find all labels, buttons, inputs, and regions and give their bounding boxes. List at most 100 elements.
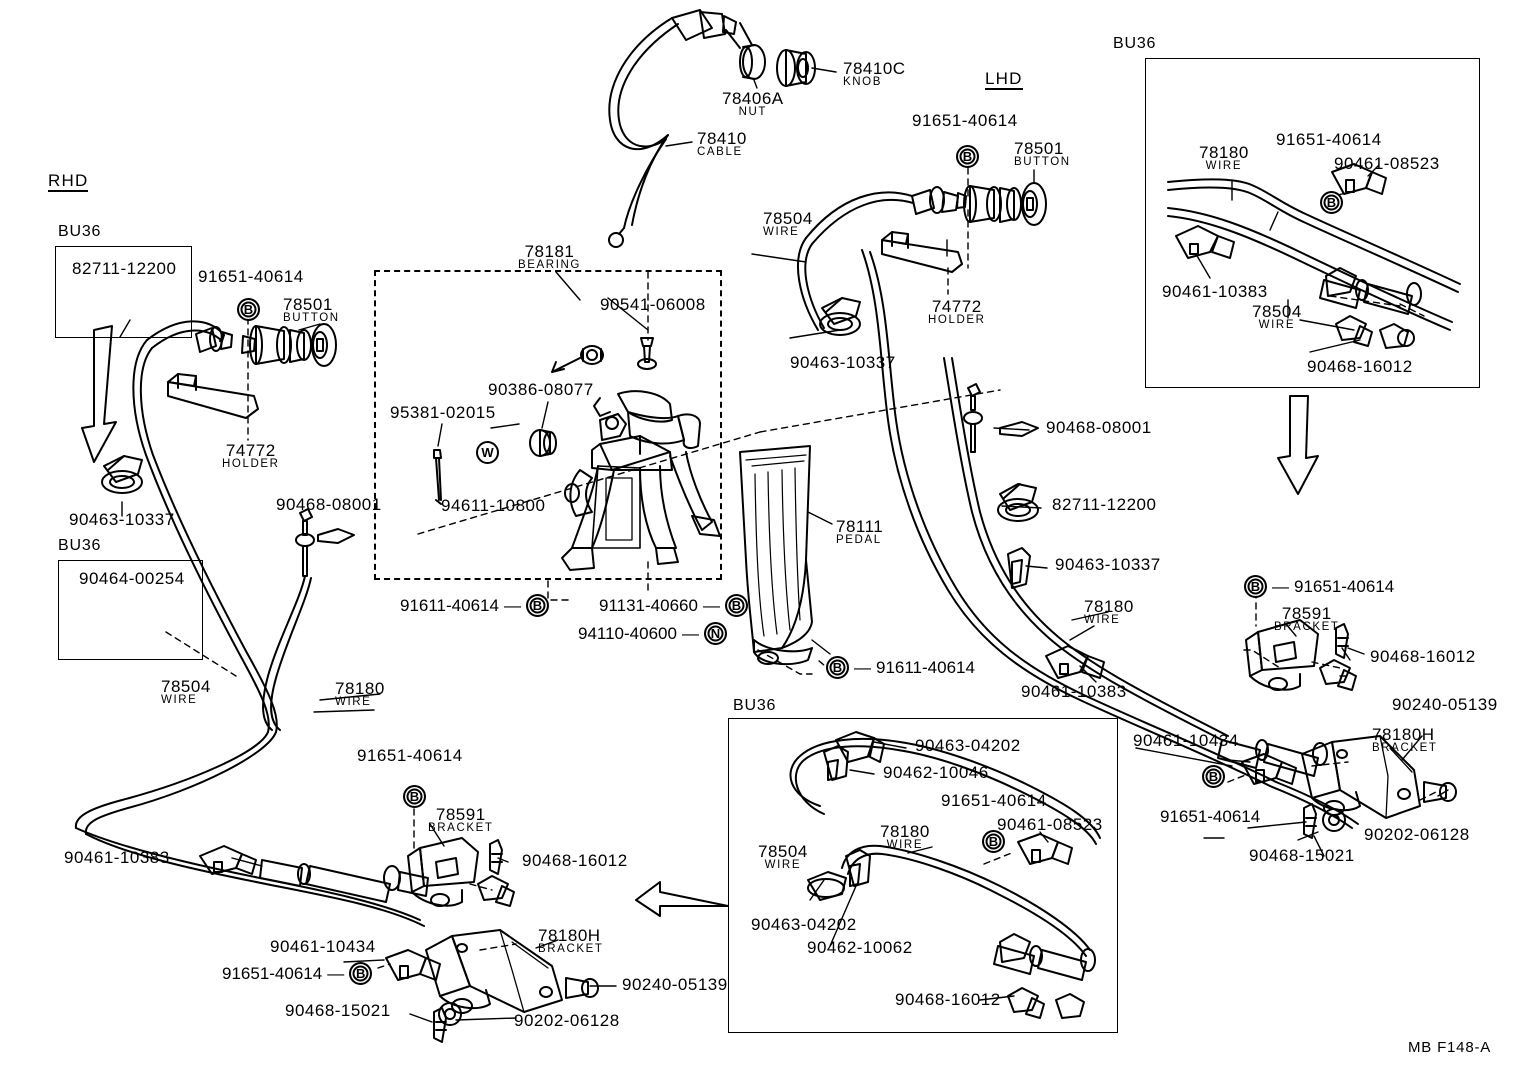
pedal-box-nut-group: 94110-40600 — N <box>578 622 727 645</box>
rhd-clamp-code: 90463-10337 <box>69 510 175 529</box>
rhd-wire504-label: 78504 WIRE <box>161 678 211 707</box>
br-washer-code: 90202-06128 <box>1364 825 1470 844</box>
bc-wire180-label: 78180 WIRE <box>880 823 930 852</box>
br-bracket180h-label: 78180H BRACKET <box>1372 726 1438 755</box>
rhd-bu36-label-1: BU36 <box>58 223 102 240</box>
cable-label: 78410 CABLE <box>697 130 747 159</box>
lhd-holder-label: 74772 HOLDER <box>928 298 986 327</box>
tr-clip-marker: B <box>1320 191 1343 214</box>
washer-marker-icon: W <box>476 441 499 464</box>
knob-number: 78410C <box>843 59 906 78</box>
rhd-bu36-part-2: 90464-00254 <box>79 569 185 588</box>
br-clip2-group: 91651-40614 <box>1160 807 1260 827</box>
rhd-bu36-box-2 <box>58 560 203 660</box>
mid-clamp-code: 82711-12200 <box>1052 495 1157 514</box>
tr-bracket08523-code: 90461-08523 <box>1334 154 1440 173</box>
clip-marker-icon: B <box>956 145 979 168</box>
bc-clamp-b-code: 90462-10046 <box>883 763 989 782</box>
pedal-sublabel: PEDAL <box>836 534 882 547</box>
clip-marker-icon: B <box>1202 765 1225 788</box>
bl-washer-code: 90202-06128 <box>514 1011 620 1030</box>
bottom-bu36-label: BU36 <box>733 697 777 714</box>
bc-clamp-d-code: 90462-10062 <box>807 938 913 957</box>
bl-clip-marker: B <box>403 785 426 808</box>
bl-bracket10383-code: 90461-10383 <box>64 848 170 867</box>
pedal-bush-code: 90386-08077 <box>488 380 594 399</box>
mid-wire-number: 78180 <box>1084 597 1134 616</box>
nut-label: 78406A NUT <box>722 90 784 119</box>
rhd-holder-label: 74772 HOLDER <box>222 442 280 471</box>
clip-marker-icon: B <box>237 298 260 321</box>
rhd-button-sublabel: BUTTON <box>283 312 340 325</box>
bc-clip-code: 91651-40614 <box>941 791 1047 810</box>
rhd-holder-number: 74772 <box>225 441 276 460</box>
bl-screw15021-code: 90468-15021 <box>285 1001 391 1020</box>
bl-clip2-code: 91651-40614 <box>222 963 323 983</box>
clip-marker-icon: B <box>826 656 849 679</box>
tr-screw-code: 90468-16012 <box>1307 357 1413 376</box>
lhd-clip-marker: B <box>956 145 979 168</box>
tr-wire504-sublabel: WIRE <box>1258 319 1296 332</box>
bl-screw16012-code: 90468-16012 <box>522 851 628 870</box>
br-clip2-marker: B <box>1202 765 1225 788</box>
bolt-marker-icon: B <box>724 594 748 617</box>
lhd-header: LHD <box>985 70 1023 91</box>
bottom-center-bu36-box <box>728 718 1118 1033</box>
nut-marker-icon: N <box>703 622 727 645</box>
bc-screw-code: 90468-16012 <box>895 990 1001 1009</box>
bearing-number: 78181 <box>524 242 575 261</box>
br-bracket591-label: 78591 BRACKET <box>1274 605 1340 634</box>
bl-bracket180h-number: 78180H <box>538 926 601 945</box>
bc-wire504-sublabel: WIRE <box>764 859 802 872</box>
bc-clamp-c-code: 90463-04202 <box>751 915 857 934</box>
bl-bracket591-sublabel: BRACKET <box>428 822 494 835</box>
tr-wire180-number: 78180 <box>1199 143 1249 162</box>
mid-wire-sublabel: WIRE <box>1084 614 1121 627</box>
knob-label: 78410C KNOB <box>843 60 906 89</box>
pedal-washer-marker: W <box>476 441 499 464</box>
rhd-button-number: 78501 <box>283 295 333 314</box>
br-clip-code: 91651-40614 <box>1294 576 1395 596</box>
lhd-button-number: 78501 <box>1014 139 1064 158</box>
rhd-wire504-sublabel: WIRE <box>161 694 198 707</box>
bl-clip-code: 91651-40614 <box>357 746 463 765</box>
lhd-clip-code: 91651-40614 <box>912 111 1018 130</box>
tr-wire504-number: 78504 <box>1252 302 1302 321</box>
pedal-clip-code: 91611-40614 <box>876 657 975 677</box>
bearing-label: 78181 BEARING <box>518 243 581 272</box>
br-clip2-code: 91651-40614 <box>1160 807 1261 826</box>
br-bolt-code: 90240-05139 <box>1392 695 1498 714</box>
rhd-clip-marker: B <box>237 298 260 321</box>
pedal-box-bolt-code: 91131-40660 <box>599 595 698 615</box>
clip-marker-icon: B <box>525 594 549 617</box>
lhd-wire-number: 78504 <box>763 209 813 228</box>
bearing-sublabel: BEARING <box>518 259 581 272</box>
tr-wire180-sublabel: WIRE <box>1205 160 1243 173</box>
br-bracket180h-number: 78180H <box>1372 725 1435 744</box>
diagram-code: MB F148-A <box>1408 1039 1492 1056</box>
lhd-clamp-code: 90463-10337 <box>790 353 896 372</box>
rhd-bu36-part-1: 82711-12200 <box>72 259 177 278</box>
cable-sublabel: CABLE <box>697 146 743 159</box>
rhd-holder-sublabel: HOLDER <box>222 458 280 471</box>
rhd-clip-code: 91651-40614 <box>198 267 304 286</box>
bc-clamp-a-code: 90463-04202 <box>915 736 1021 755</box>
knob-sublabel: KNOB <box>843 76 882 89</box>
pedal-box-clip-code: 91611-40614 <box>400 595 499 615</box>
lhd-wire-label: 78504 WIRE <box>763 210 813 239</box>
br-bracket591-number: 78591 <box>1281 604 1332 623</box>
bc-wire180-sublabel: WIRE <box>886 839 924 852</box>
mid-bracket-code: 90461-10383 <box>1021 682 1127 701</box>
rhd-button-label: 78501 BUTTON <box>283 296 340 325</box>
bc-wire180-number: 78180 <box>880 822 930 841</box>
tr-wire504-label: 78504 WIRE <box>1252 303 1302 332</box>
nut-number: 78406A <box>722 89 784 108</box>
lhd-holder-number: 74772 <box>931 297 982 316</box>
rhd-bu36-label-2: BU36 <box>58 537 102 554</box>
bl-bracket591-number: 78591 <box>435 805 486 824</box>
bc-bracket-code: 90461-08523 <box>997 815 1103 834</box>
rhd-wire504-number: 78504 <box>161 677 211 696</box>
mid-clip-code: 90463-10337 <box>1055 555 1161 574</box>
